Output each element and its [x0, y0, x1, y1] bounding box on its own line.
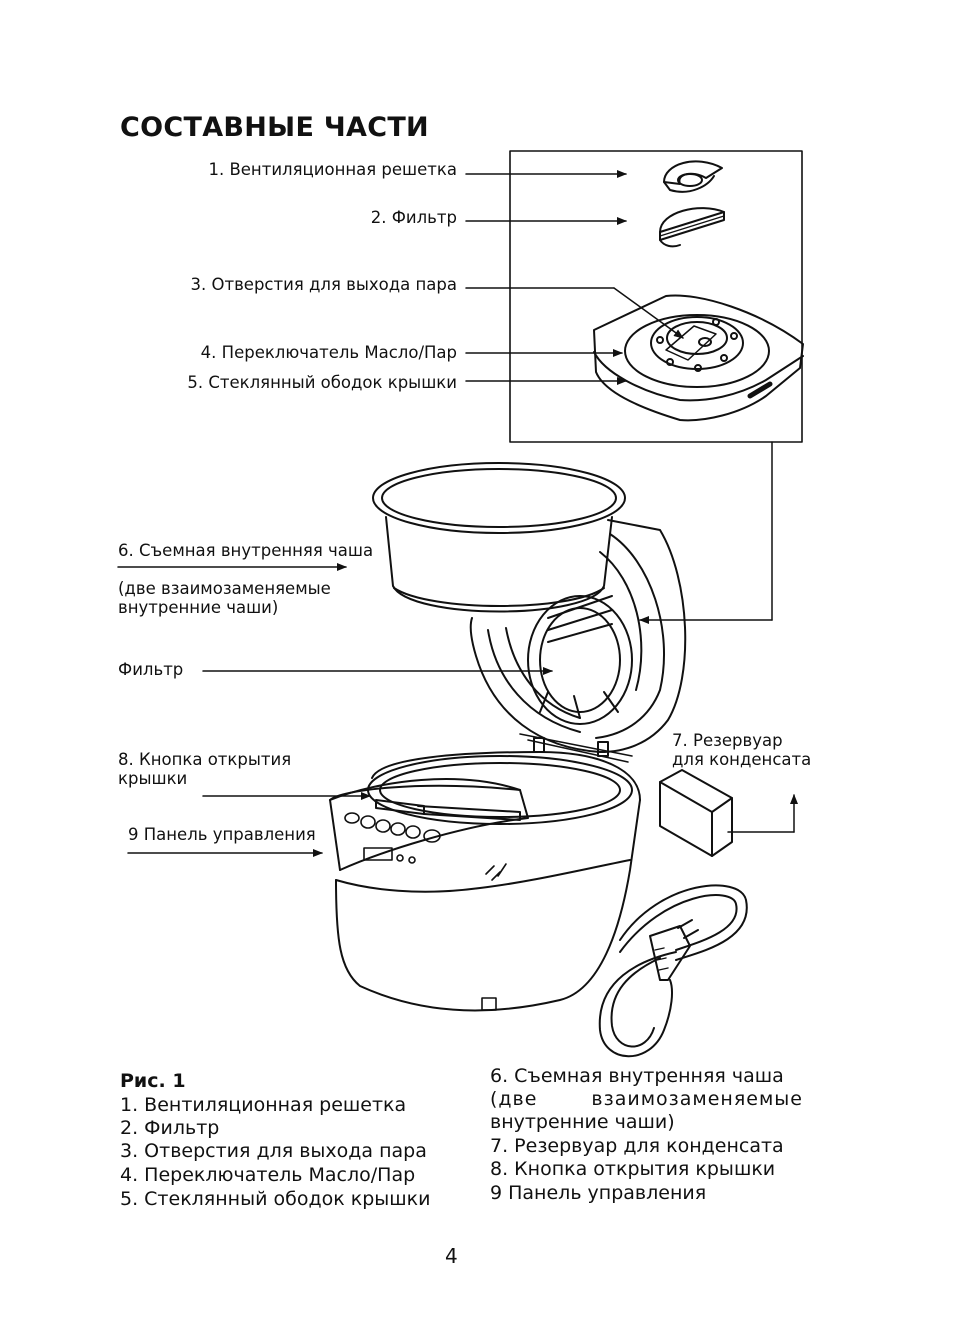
label-filter-top: 2. Фильтр — [370, 208, 457, 227]
condensate-reservoir — [659, 769, 733, 857]
caption-item-6-note: (две взаимозаменяемые — [490, 1088, 803, 1112]
caption-item-6: 6. Съемная внутренняя чаша — [490, 1065, 784, 1087]
inner-bowl — [372, 462, 626, 613]
page-title: СОСТАВНЫЕ ЧАСТИ — [120, 112, 429, 143]
open-lid — [469, 519, 687, 763]
figure-caption-heading: Рис. 1 — [120, 1070, 186, 1092]
caption-item-6-note-b: взаимозаменяемые — [591, 1088, 803, 1110]
label-lid-button-1: 8. Кнопка открытия — [118, 750, 292, 769]
label-condensate-1: 7. Резервуар — [672, 731, 783, 750]
caption-item-1: 1. Вентиляционная решетка — [120, 1094, 407, 1116]
caption-item-3: 3. Отверстия для выхода пара — [120, 1140, 427, 1162]
label-lid-button-2: крышки — [118, 769, 188, 788]
label-filter-lid: Фильтр — [118, 660, 184, 679]
page-number: 4 — [445, 1244, 458, 1268]
caption-item-8: 8. Кнопка открытия крышки — [490, 1158, 776, 1180]
caption-item-5: 5. Стеклянный ободок крышки — [120, 1188, 431, 1210]
label-condensate-2: для конденсата — [672, 750, 812, 769]
label-steam-vents: 3. Отверстия для выхода пара — [190, 275, 458, 294]
label-ventilation-grille: 1. Вентиляционная решетка — [208, 160, 457, 179]
label-control-panel: 9 Панель управления — [128, 825, 316, 844]
label-inner-bowl-note-2: внутренние чаши) — [118, 598, 279, 617]
filter-disc — [659, 207, 725, 248]
detail-box — [509, 150, 803, 443]
fryer-body — [329, 751, 641, 1012]
label-glass-rim: 5. Стеклянный ободок крышки — [187, 373, 457, 392]
caption-item-6-note-2: внутренние чаши) — [490, 1111, 675, 1133]
power-cord — [598, 884, 748, 1058]
caption-item-2: 2. Фильтр — [120, 1117, 220, 1139]
lid-detail — [593, 294, 804, 422]
callout-lines — [117, 170, 798, 857]
vent-grille — [663, 160, 723, 193]
label-oil-steam-switch: 4. Переключатель Масло/Пар — [200, 343, 457, 362]
label-inner-bowl-note-1: (две взаимозаменяемые — [118, 579, 331, 598]
caption-item-7: 7. Резервуар для конденсата — [490, 1135, 784, 1157]
label-inner-bowl: 6. Съемная внутренняя чаша — [118, 541, 374, 560]
caption-item-9: 9 Панель управления — [490, 1182, 707, 1204]
caption-item-4: 4. Переключатель Масло/Пар — [120, 1164, 416, 1186]
caption-item-6-note-a: (две — [490, 1088, 538, 1110]
